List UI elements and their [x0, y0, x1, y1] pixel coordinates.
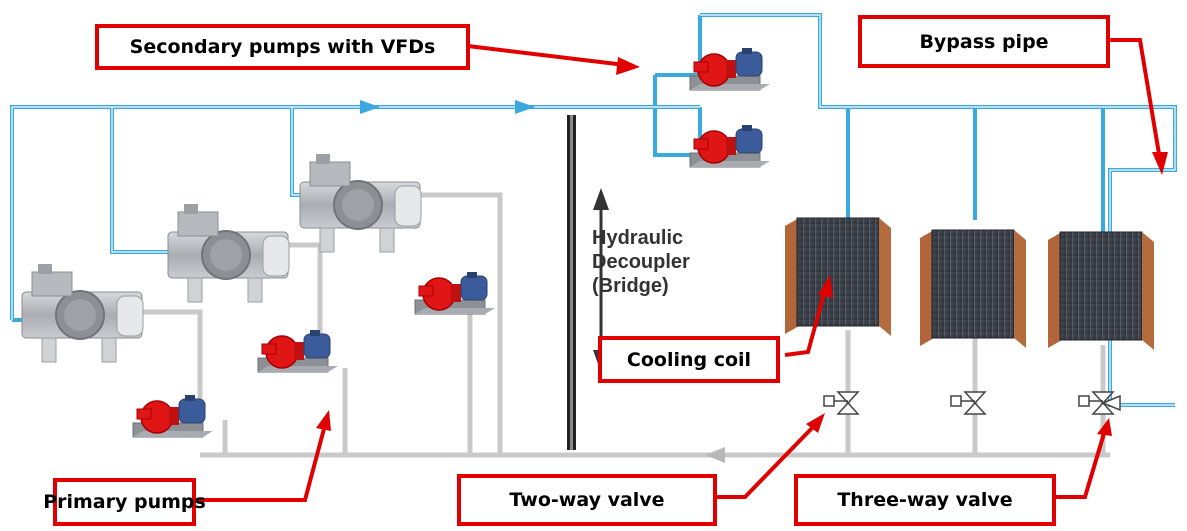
cooling-coil-3: [1047, 231, 1155, 351]
primary-pump-2: [257, 329, 339, 373]
flow-arrow: [515, 100, 535, 114]
decoupler-line-2: Decoupler: [592, 251, 690, 273]
primary-pump-3: [414, 271, 496, 315]
three-way-valve-label: Three-way valve: [794, 474, 1056, 526]
chiller-1: [21, 263, 144, 363]
two-way-valve-label: Two-way valve: [457, 474, 717, 526]
bypass-pipe-label: Bypass pipe: [858, 15, 1110, 68]
secondary-pumps-label: Secondary pumps with VFDs: [95, 24, 470, 70]
return-flow-arrow: [705, 447, 725, 463]
flow-arrow: [360, 100, 380, 114]
callout-arrows: [195, 38, 1162, 502]
cooling-coil-2: [919, 229, 1027, 349]
decoupler-line-1: Hydraulic: [592, 227, 684, 249]
two-way-valve-1: [823, 391, 860, 415]
supply-piping-inner: [11, 14, 1176, 406]
cooling-coil-1: [784, 217, 892, 337]
three-way-valve: [1078, 391, 1121, 415]
two-way-valve-2: [950, 391, 987, 415]
primary-pump-1: [132, 394, 214, 438]
decoupler-line-3: (Bridge): [592, 275, 669, 297]
primary-pumps-label: Primary pumps: [43, 478, 206, 526]
chiller-3: [299, 153, 422, 253]
hydraulic-decoupler-label: Hydraulic Decoupler (Bridge): [592, 226, 690, 298]
cooling-coil-label: Cooling coil: [598, 336, 780, 383]
callout-arrowheads: [316, 57, 1168, 436]
chiller-2: [167, 203, 290, 303]
